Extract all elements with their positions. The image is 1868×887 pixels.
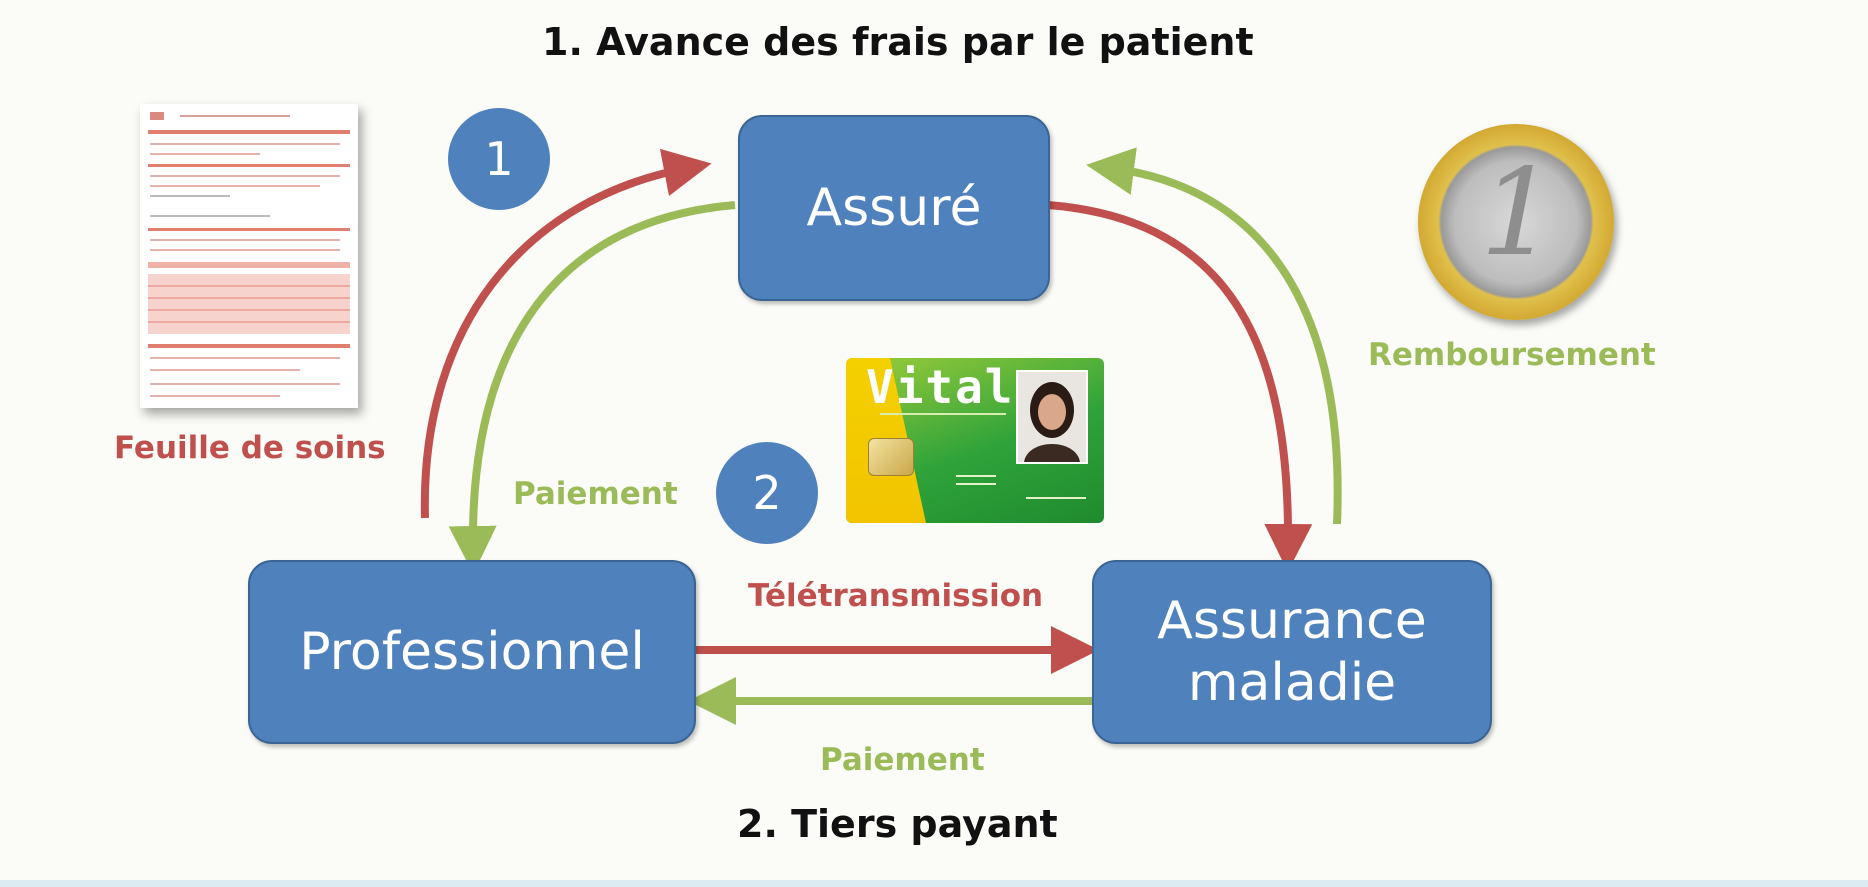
box-assurance-line1: Assurance: [1157, 590, 1427, 651]
carte-vitale: Vitale: [846, 358, 1104, 523]
box-professionnel: Professionnel: [248, 560, 696, 744]
step-2-badge: 2: [716, 442, 818, 544]
label-paiement-bottom: Paiement: [820, 742, 985, 778]
feuille-de-soins-document: [140, 104, 358, 408]
coin-denomination: 1: [1480, 144, 1557, 283]
form-lines: [148, 112, 350, 397]
card-photo-icon: [1016, 370, 1088, 464]
arrow-remboursement-to-assure: [1086, 147, 1342, 525]
arrow-paiement-to-professionnel: [448, 201, 736, 574]
box-assure-label: Assuré: [806, 177, 982, 238]
card-text-lines: [880, 413, 1086, 499]
bottom-strip: [0, 880, 1868, 887]
step-1-badge: 1: [448, 108, 550, 210]
label-remboursement: Remboursement: [1368, 337, 1656, 373]
arrow-feuille-to-assure: [420, 148, 712, 519]
label-teletransmission: Télétransmission: [748, 578, 1044, 614]
euro-coin-icon: 1: [1418, 124, 1614, 320]
box-assurance-maladie: Assurance maladie: [1092, 560, 1492, 744]
card-chip-icon: [868, 438, 914, 476]
box-professionnel-label: Professionnel: [299, 621, 645, 682]
label-feuille-de-soins: Feuille de soins: [114, 430, 386, 466]
box-assure: Assuré: [738, 115, 1050, 301]
card-vitale-title: Vitale: [866, 360, 1045, 414]
title-tiers-payant: 2. Tiers payant: [737, 802, 1058, 846]
arrow-assure-to-assurance: [1047, 201, 1313, 572]
title-avance-des-frais: 1. Avance des frais par le patient: [542, 20, 1254, 64]
card-portrait: [1018, 372, 1086, 462]
label-paiement-left: Paiement: [513, 476, 678, 512]
box-assurance-line2: maladie: [1187, 653, 1397, 713]
